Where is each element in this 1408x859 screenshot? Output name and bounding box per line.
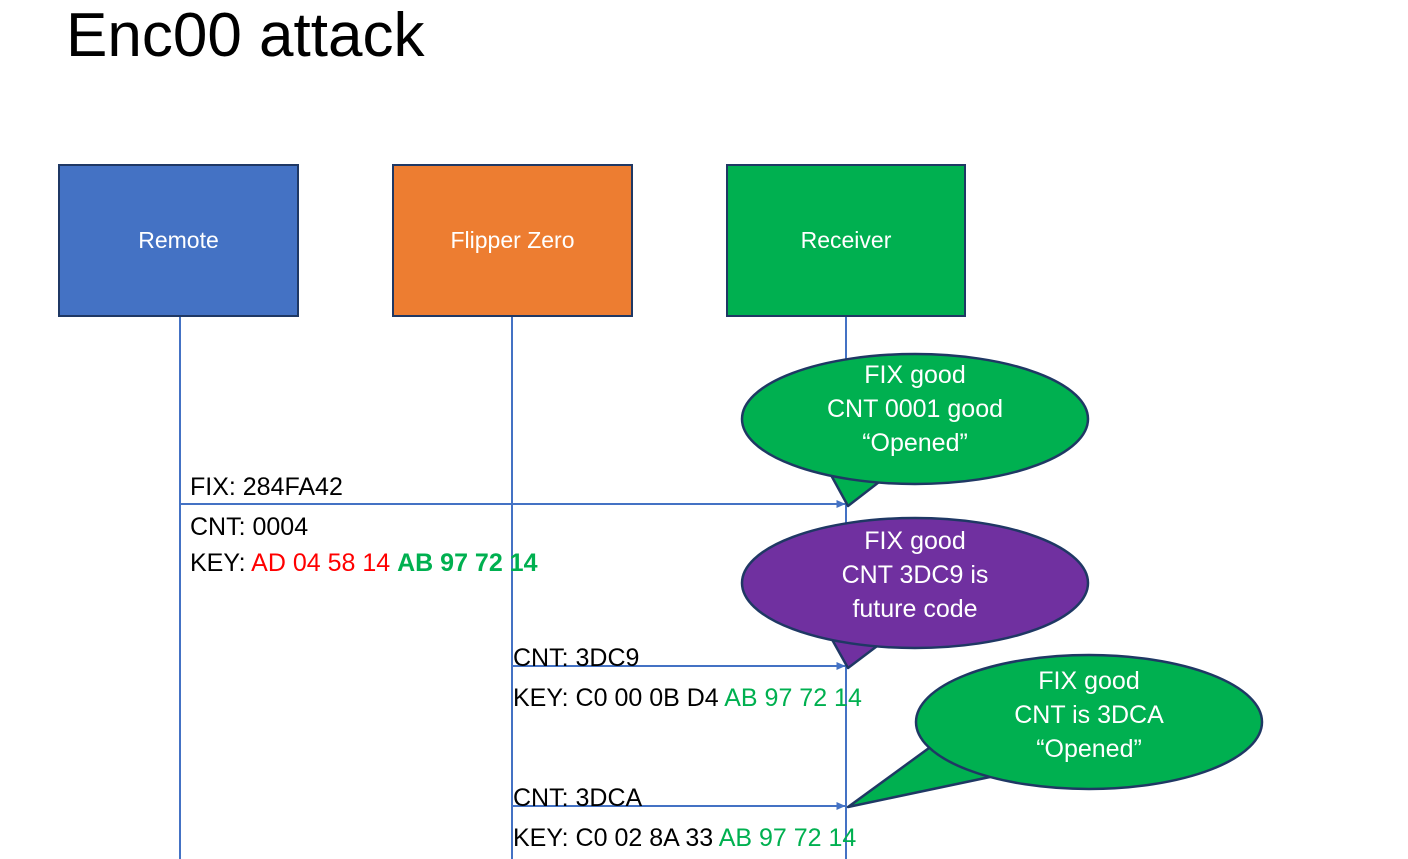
speech-bubble-1-text: FIX good CNT 0001 good “Opened” <box>742 358 1088 460</box>
speech-bubble-3-line-1: FIX good <box>1038 667 1140 695</box>
speech-bubble-2-text: FIX good CNT 3DC9 is future code <box>742 524 1088 626</box>
speech-bubble-1 <box>740 352 1090 486</box>
message-1-body: CNT: 0004 KEY: AD 04 58 14 AB 97 72 14 <box>190 510 538 581</box>
speech-bubble-1-line-2: CNT 0001 good <box>826 395 1004 423</box>
speech-bubble-2-line-3: future code <box>852 595 978 623</box>
message-1-key-second-half: AB 97 72 14 <box>397 548 538 577</box>
message-1-key-first-half: AD 04 58 14 <box>251 548 391 577</box>
actor-label-flipper: Flipper Zero <box>450 227 575 253</box>
message-3-key-second-half: AB 97 72 14 <box>718 824 857 852</box>
speech-bubble-3-line-2: CNT is 3DCA <box>1014 701 1164 729</box>
speech-bubble-1-line-1: FIX good <box>864 361 966 389</box>
actor-label-remote: Remote <box>138 227 219 253</box>
page-title: Enc00 attack <box>66 1 425 70</box>
message-3-key-line: KEY: C0 02 8A 33 AB 97 72 14 <box>513 821 856 857</box>
speech-bubble-2-line-1: FIX good <box>864 527 966 555</box>
actor-box-flipper[interactable]: Flipper Zero <box>392 164 633 317</box>
message-2-cnt-label: CNT: 3DC9 <box>513 641 639 677</box>
speech-bubble-3-text: FIX good CNT is 3DCA “Opened” <box>916 664 1262 766</box>
actor-label-receiver: Receiver <box>800 227 892 253</box>
message-1-fix-label: FIX: 284FA42 <box>190 470 343 506</box>
speech-bubble-3-line-3: “Opened” <box>1036 735 1142 763</box>
message-3-cnt-text: CNT: 3DCA <box>513 784 643 812</box>
message-2-key-label: KEY: C0 00 0B D4 <box>513 684 725 712</box>
message-3-key-label: KEY: C0 02 8A 33 <box>513 824 719 852</box>
actor-box-remote[interactable]: Remote <box>58 164 299 317</box>
message-2-cnt-text: CNT: 3DC9 <box>513 644 640 672</box>
speech-bubble-2 <box>740 516 1090 650</box>
actor-box-receiver[interactable]: Receiver <box>726 164 966 317</box>
message-1-key-label: KEY: <box>190 548 252 577</box>
message-1-key-line: KEY: AD 04 58 14 AB 97 72 14 <box>190 546 538 582</box>
message-3-cnt-label: CNT: 3DCA <box>513 781 642 817</box>
message-1-cnt-text: CNT: 0004 <box>190 513 309 541</box>
message-2-key-second-half: AB 97 72 14 <box>724 684 862 712</box>
speech-bubble-2-line-2: CNT 3DC9 is <box>841 561 989 589</box>
message-2-key-line: KEY: C0 00 0B D4 AB 97 72 14 <box>513 681 862 717</box>
message-1-fix-text: FIX: 284FA42 <box>190 473 343 501</box>
speech-bubble-1-line-3: “Opened” <box>862 429 968 457</box>
speech-bubble-3 <box>914 653 1264 791</box>
